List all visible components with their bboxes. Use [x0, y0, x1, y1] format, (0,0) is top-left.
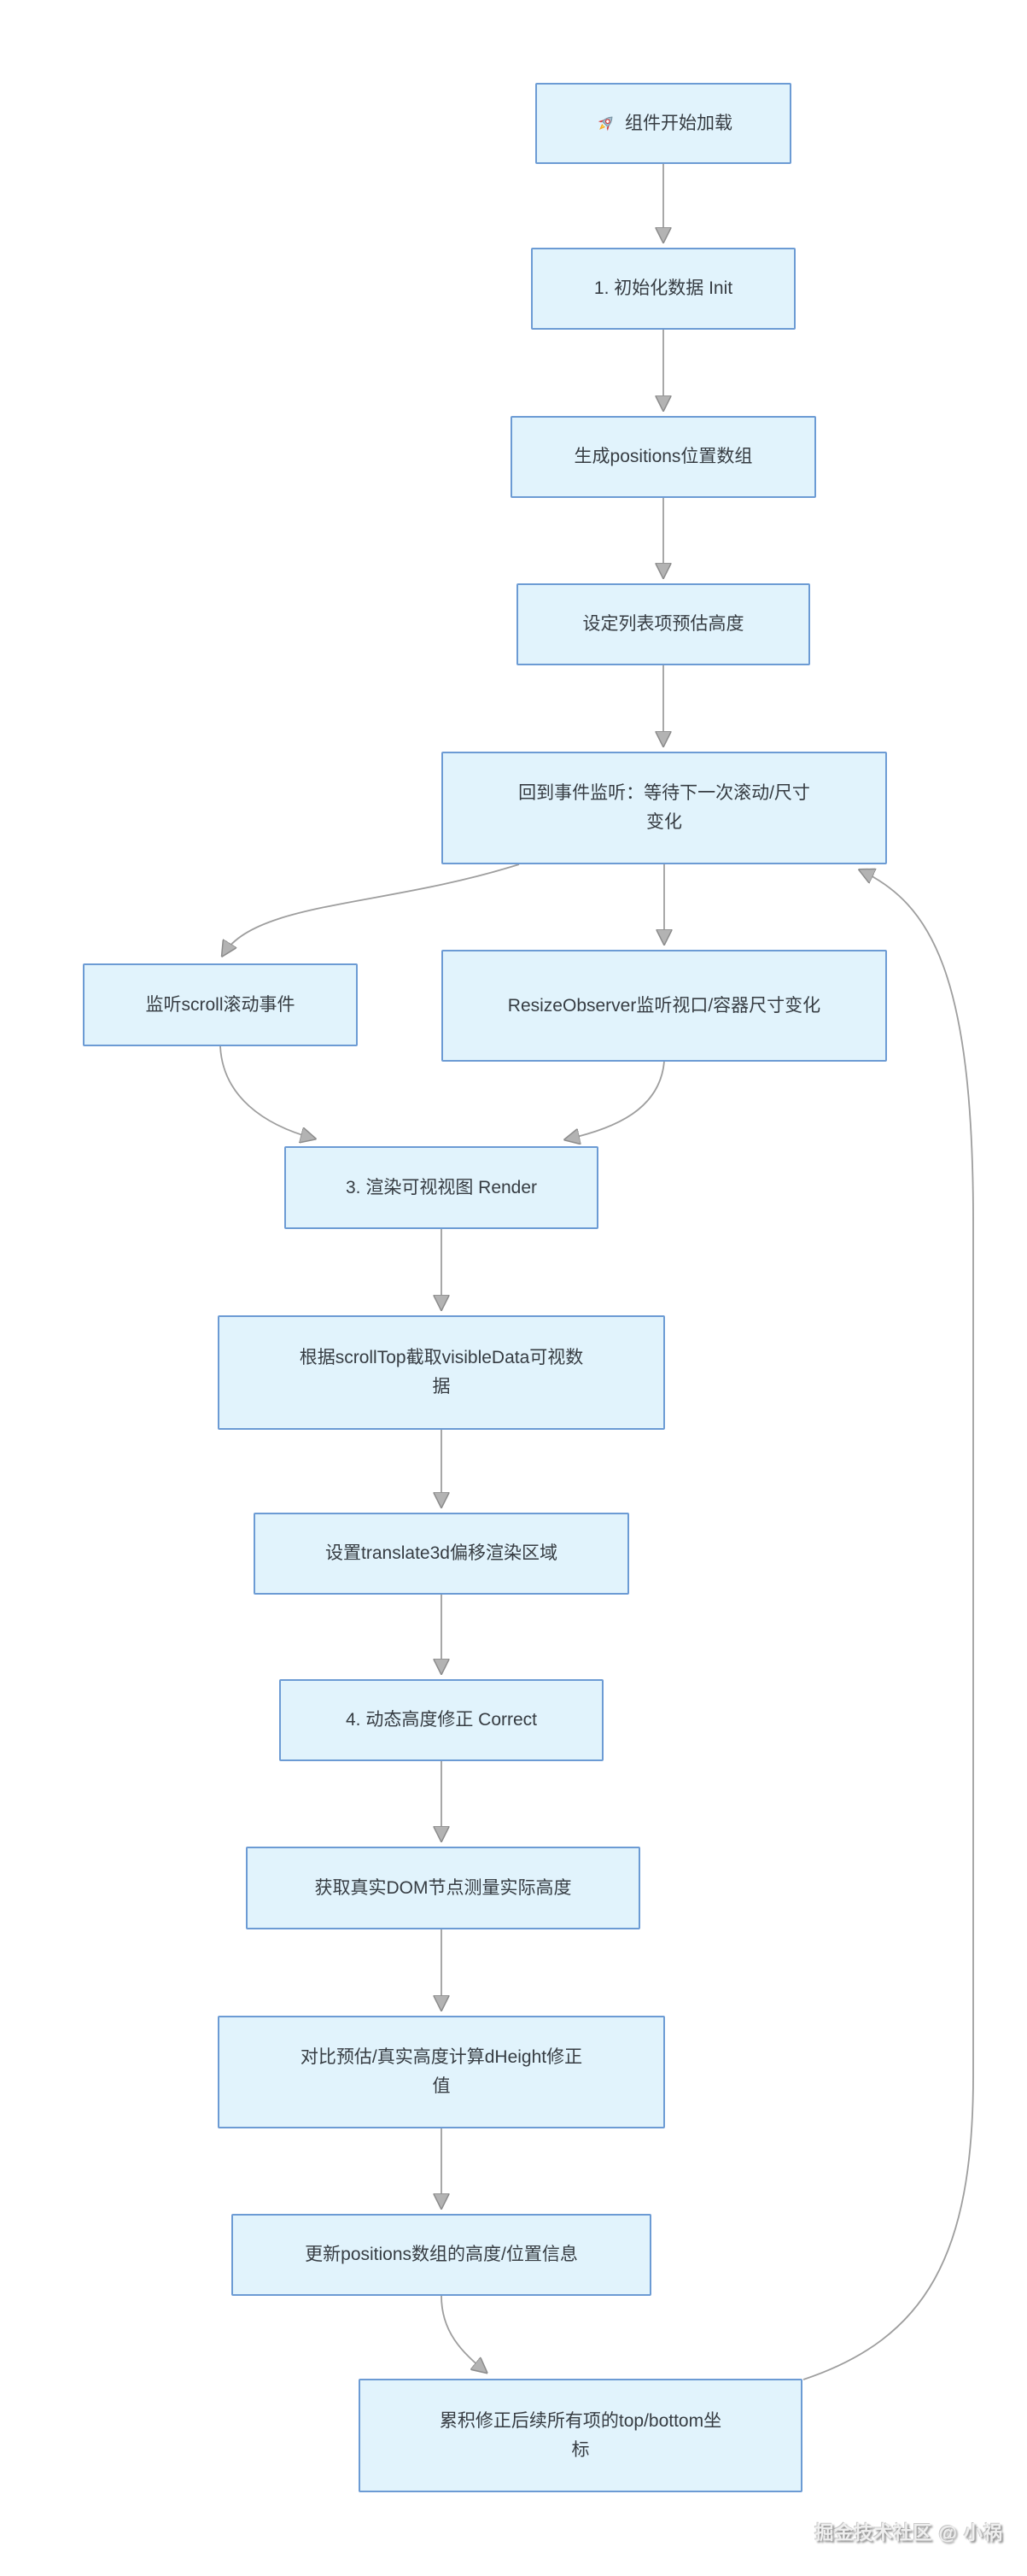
edge-update-positions-accumulate: [441, 2295, 486, 2372]
node-gen-positions: 生成positions位置数组: [511, 416, 816, 498]
node-label: 回到事件监听：等待下一次滚动/尺寸变化: [518, 783, 810, 832]
node-label: 监听scroll滚动事件: [145, 994, 295, 1015]
node-start: 组件开始加载: [535, 83, 791, 164]
edge-accumulate-wait-events: [802, 870, 974, 2380]
edge-resize-observer-render: [566, 1061, 665, 1139]
node-render: 3. 渲染可视视图 Render: [284, 1146, 598, 1229]
watermark: 掘金技术社区 @ 小祸: [814, 2522, 1003, 2544]
edge-scroll-listener-render: [219, 1045, 314, 1139]
edge-wait-events-scroll-listener: [223, 864, 520, 955]
node-label: 对比预估/真实高度计算dHeight修正值: [300, 2047, 583, 2096]
node-resize-observer: ResizeObserver监听视口/容器尺寸变化: [441, 950, 887, 1062]
node-measure-dom: 获取真实DOM节点测量实际高度: [246, 1847, 640, 1929]
node-label: 设置translate3d偏移渲染区域: [325, 1543, 557, 1564]
node-visible-data: 根据scrollTop截取visibleData可视数据: [218, 1315, 665, 1430]
node-correct: 4. 动态高度修正 Correct: [279, 1679, 604, 1761]
node-update-positions: 更新positions数组的高度/位置信息: [231, 2214, 651, 2296]
node-label: 根据scrollTop截取visibleData可视数据: [299, 1348, 584, 1396]
node-calc-dheight: 对比预估/真实高度计算dHeight修正值: [218, 2016, 665, 2128]
node-label: 累积修正后续所有项的top/bottom坐标: [439, 2410, 722, 2460]
node-label: ResizeObserver监听视口/容器尺寸变化: [507, 995, 821, 1016]
node-wait-events: 回到事件监听：等待下一次滚动/尺寸变化: [441, 752, 887, 864]
node-label: 4. 动态高度修正 Correct: [345, 1710, 538, 1730]
node-label: 3. 渲染可视视图 Render: [345, 1177, 538, 1197]
node-label: 1. 初始化数据 Init: [593, 278, 733, 299]
node-estimate-height: 设定列表项预估高度: [516, 583, 810, 665]
node-label: 更新positions数组的高度/位置信息: [305, 2245, 578, 2265]
node-init: 1. 初始化数据 Init: [531, 248, 796, 330]
node-label: 设定列表项预估高度: [582, 614, 744, 635]
node-label: 组件开始加载: [625, 113, 732, 133]
node-scroll-listener: 监听scroll滚动事件: [83, 963, 358, 1046]
node-label: 生成positions位置数组: [574, 447, 753, 467]
node-label: 获取真实DOM节点测量实际高度: [314, 1877, 572, 1898]
node-translate3d: 设置translate3d偏移渲染区域: [254, 1513, 629, 1595]
rocket-icon: [594, 113, 616, 135]
node-accumulate: 累积修正后续所有项的top/bottom坐标: [359, 2379, 802, 2492]
